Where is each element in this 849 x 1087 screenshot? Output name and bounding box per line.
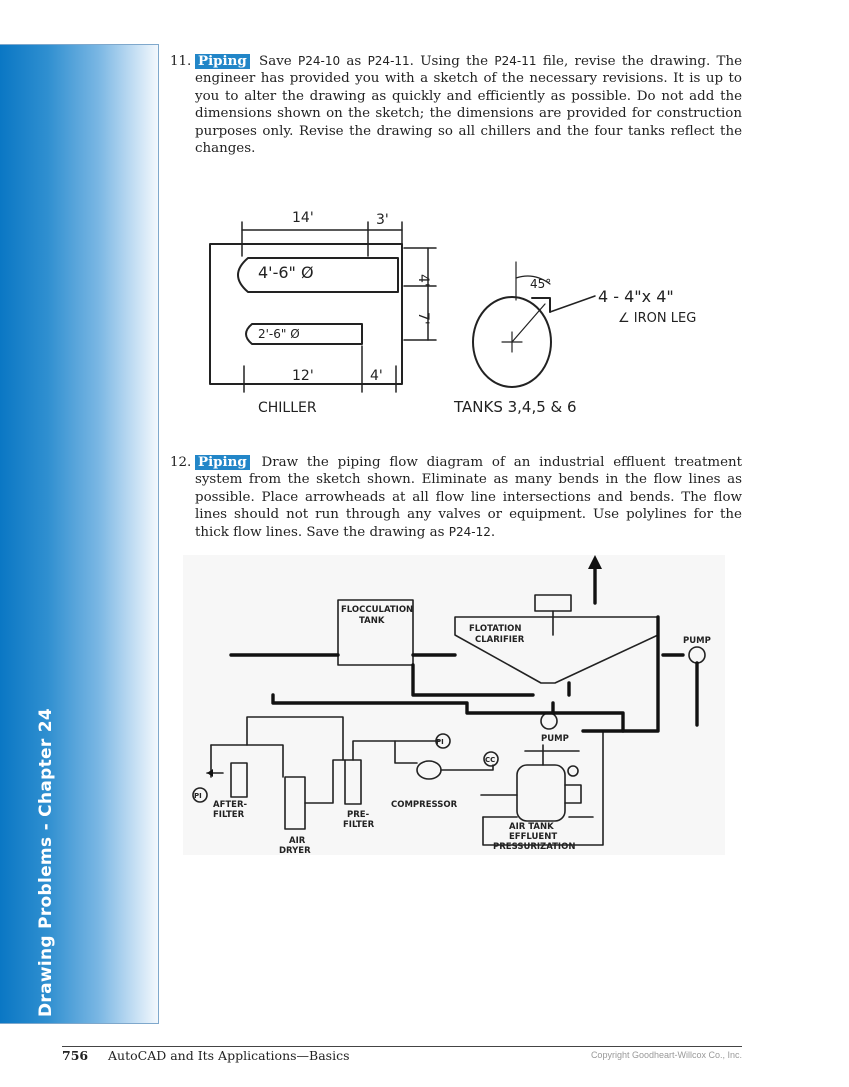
tank-circle bbox=[472, 296, 552, 388]
flocculation-label-1: FLOCCULATION bbox=[341, 605, 413, 615]
dim-14: 14' bbox=[292, 210, 314, 226]
problem-body: Piping Draw the piping flow diagram of a… bbox=[195, 454, 742, 541]
pi-label-1: PI bbox=[436, 738, 444, 746]
compressor-label: COMPRESSOR bbox=[391, 800, 458, 810]
flotation-label-1: FLOTATION bbox=[469, 624, 522, 634]
problem-body: Piping Save P24-10 as P24-11. Using the … bbox=[195, 53, 742, 157]
problem-number: 11. bbox=[170, 54, 192, 69]
dim-7: 7' bbox=[415, 312, 431, 325]
small-tank-outline bbox=[245, 323, 363, 345]
pump-lower-label: PUMP bbox=[541, 734, 569, 744]
after-filter-label-1: AFTER- bbox=[213, 800, 248, 810]
flotation-label-2: CLARIFIER bbox=[475, 635, 525, 645]
air-dryer-label-2: DRYER bbox=[279, 846, 311, 855]
air-tank-label-2: EFFLUENT bbox=[509, 832, 557, 842]
iron-leg-label-1: 4 - 4"x 4" bbox=[598, 287, 674, 306]
file-name: P24-11 bbox=[367, 54, 410, 68]
after-filter bbox=[230, 762, 248, 798]
cc-gauge bbox=[483, 751, 499, 767]
problem-text-part: . Using the bbox=[409, 54, 495, 69]
problem-text-part: Draw the piping flow diagram of an indus… bbox=[195, 455, 743, 540]
file-name: P24-11 bbox=[494, 54, 537, 68]
piping-tag: Piping bbox=[195, 54, 250, 69]
pre-filter-label-1: PRE- bbox=[347, 810, 370, 820]
flocculation-tank bbox=[337, 599, 414, 666]
chiller-label: CHILLER bbox=[258, 400, 317, 416]
chiller-tank-sketch: 14' 3' 4' 7' 12' 4' 4'-6" Ø 2'-6" Ø CHIL… bbox=[209, 210, 696, 416]
small-tank-label: 2'-6" Ø bbox=[258, 327, 300, 341]
tanks-label: TANKS 3,4,5 & 6 bbox=[453, 398, 577, 416]
page-number: 756 bbox=[62, 1048, 89, 1063]
file-name: P24-10 bbox=[297, 54, 341, 68]
flocculation-label-2: TANK bbox=[359, 616, 385, 626]
dim-3: 3' bbox=[376, 212, 389, 228]
piping-flow-sketch: FLOCCULATION TANK FLOTATION CLARIFIER PU… bbox=[183, 555, 725, 855]
problem-12: 12. Piping Draw the piping flow diagram … bbox=[170, 454, 742, 541]
chapter-side-band bbox=[0, 44, 159, 1024]
iron-leg bbox=[531, 297, 551, 313]
dim-12: 12' bbox=[292, 368, 314, 384]
iron-leg-label-2: ∠ IRON LEG bbox=[618, 311, 696, 326]
pump-right-label: PUMP bbox=[683, 636, 711, 646]
vent-arrowhead bbox=[588, 555, 602, 569]
problem-text-part: as bbox=[340, 54, 368, 69]
footer-rule bbox=[62, 1046, 742, 1047]
dim-4-top: 4' bbox=[415, 274, 431, 287]
problem-number: 12. bbox=[170, 455, 192, 470]
problem-text-part: . bbox=[490, 524, 496, 540]
copyright: Copyright Goodheart-Willcox Co., Inc. bbox=[590, 1050, 742, 1060]
large-tank-outline bbox=[237, 257, 399, 293]
pi-label-2: PI bbox=[194, 792, 202, 800]
pre-filter-label-2: FILTER bbox=[343, 820, 375, 830]
air-tank-label-1: AIR TANK bbox=[509, 822, 554, 832]
angle-label: 45° bbox=[530, 277, 551, 291]
pi-gauge-2 bbox=[192, 787, 208, 803]
piping-tag: Piping bbox=[195, 455, 250, 470]
book-title: AutoCAD and Its Applications—Basics bbox=[108, 1048, 350, 1063]
air-tank-label-3: PRESSURIZATION bbox=[493, 842, 575, 852]
chapter-side-title: Drawing Problems - Chapter 24 bbox=[36, 708, 56, 1017]
dim-4-bottom: 4' bbox=[370, 368, 383, 384]
large-tank-label: 4'-6" Ø bbox=[258, 263, 314, 282]
file-name: P24-12 bbox=[448, 524, 491, 539]
after-filter-label-2: FILTER bbox=[213, 810, 245, 820]
problem-text-part: Save bbox=[259, 54, 298, 69]
problem-text-part: file, revise the drawing. The engineer h… bbox=[195, 54, 742, 157]
problem-11: 11. Piping Save P24-10 as P24-11. Using … bbox=[170, 53, 742, 157]
air-tank bbox=[516, 764, 566, 822]
cc-label: CC bbox=[485, 756, 495, 764]
air-dryer-label-1: AIR bbox=[289, 836, 306, 846]
